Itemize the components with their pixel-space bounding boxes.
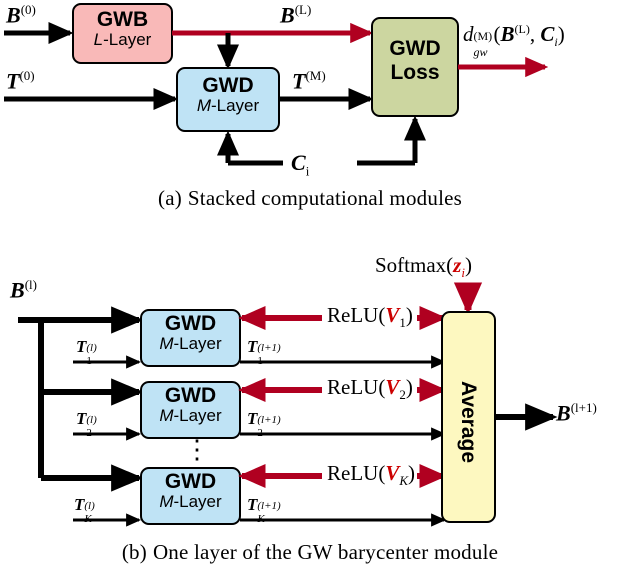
label-loss-d-sup: (M) (473, 29, 493, 43)
label-t-in-row2-sub: 2 (86, 427, 92, 439)
label-b-input: B(l) (10, 277, 37, 303)
label-ci-base: C (291, 150, 306, 175)
label-loss-b-sup: (L) (514, 22, 530, 36)
label-t-out-rowk-sub: K (257, 513, 265, 525)
label-tM-base: T (292, 68, 306, 94)
block-average-text: Average (457, 380, 480, 464)
label-t-out-row2-sup: (l+1) (257, 414, 281, 426)
label-t-out-row2-base: T (247, 409, 258, 428)
label-loss-close: ) (557, 22, 565, 46)
block-gwd-loss[interactable] (371, 17, 459, 117)
label-t-in-row2-base: T (76, 409, 87, 428)
label-relu-row1-fn: ReLU( (327, 303, 386, 327)
caption-b-text: One layer of the GW barycenter module (152, 540, 499, 564)
label-t-in-row1-sup: (l) (86, 342, 97, 354)
label-bL-base: B (280, 2, 295, 28)
label-relu-rowk-fn: ReLU( (327, 461, 386, 485)
block-gwb[interactable] (72, 3, 173, 64)
label-t-in-rowk-sub: K (84, 513, 92, 525)
block-gwd-rowk[interactable] (140, 467, 241, 525)
label-b-output-base: B (556, 400, 571, 426)
label-softmax-arg-sub: i (461, 265, 465, 281)
label-loss-open: ( (493, 22, 501, 46)
label-relu-row1-arg-sub: 1 (399, 315, 406, 331)
caption-b-number: (b) (121, 540, 147, 564)
block-gwd-row1[interactable] (140, 309, 241, 367)
label-t-in-row2: T (l) 2 (76, 409, 102, 439)
label-bL-sup: (L) (294, 2, 312, 17)
label-relu-row2-fn: ReLU( (327, 375, 386, 399)
block-gwd[interactable] (176, 67, 280, 132)
label-b-output-sup: (l+1) (570, 400, 597, 415)
caption-a-number: (a) (158, 186, 182, 210)
caption-b: (b)One layer of the GW barycenter module (0, 540, 620, 565)
label-t-in-rowk-sup: (l) (84, 500, 95, 512)
panel-a-graphics (4, 3, 549, 166)
label-relu-rowk: ReLU(VK) (327, 461, 415, 489)
vertical-ellipsis-glyph: ⋮ (184, 435, 210, 464)
label-t-in-row1-base: T (76, 337, 87, 356)
label-loss-c: C (540, 22, 555, 46)
label-t-out-row1-sub: 1 (257, 355, 263, 367)
label-b0-base: B (6, 2, 21, 28)
label-relu-row2-arg-sub: 2 (399, 387, 406, 403)
caption-a-text: Stacked computational modules (187, 186, 462, 210)
label-t-out-rowk-sup: (l+1) (257, 500, 281, 512)
label-softmax-fn: Softmax( (375, 253, 454, 277)
label-ci-sub: i (305, 163, 310, 179)
block-average-label: Average (456, 352, 480, 492)
label-t-in-rowk-base: T (74, 495, 85, 514)
panel-b-graphics (18, 282, 558, 527)
label-ci: Ci (291, 150, 309, 179)
label-t-out-row1: T (l+1) 1 (247, 337, 285, 367)
label-loss-comma: , (529, 22, 541, 46)
label-t0-sup: (0) (19, 68, 35, 83)
label-relu-rowk-arg-sub: K (399, 473, 409, 489)
label-t-out-rowk-base: T (247, 495, 258, 514)
label-relu-row1-arg: V (385, 303, 400, 327)
label-t0: T(0) (6, 68, 35, 94)
label-loss-b: B (500, 22, 515, 46)
label-relu-row1: ReLU(V1) (327, 303, 413, 331)
label-relu-row2: ReLU(V2) (327, 375, 413, 403)
label-loss-output: d (M) gw (B(L), Ci) (463, 22, 565, 59)
label-b-output: B(l+1) (556, 400, 597, 426)
label-t-in-rowk: T (l) K (74, 495, 102, 525)
block-gwd-row2[interactable] (140, 381, 241, 439)
caption-a: (a)Stacked computational modules (0, 186, 620, 211)
label-t-out-row2-sub: 2 (257, 427, 263, 439)
label-loss-d-sub: gw (473, 45, 488, 59)
label-t-out-row1-sup: (l+1) (257, 342, 281, 354)
label-t-in-row2-sup: (l) (86, 414, 97, 426)
label-bL: B(L) (280, 2, 311, 28)
label-b-input-sup: (l) (24, 277, 37, 292)
label-softmax: Softmax(zi) (375, 253, 472, 281)
label-t-out-row2: T (l+1) 2 (247, 409, 285, 439)
label-softmax-arg: z (453, 253, 462, 277)
label-t-in-row1: T (l) 1 (76, 337, 102, 367)
label-t0-base: T (6, 68, 20, 94)
label-b0-sup: (0) (20, 2, 36, 17)
label-relu-rowk-close: ) (408, 461, 416, 485)
label-softmax-close: ) (464, 253, 472, 277)
label-relu-rowk-arg: V (385, 461, 400, 485)
label-relu-row2-arg: V (385, 375, 400, 399)
label-t-out-row1-base: T (247, 337, 258, 356)
vertical-ellipsis: ⋮ (184, 437, 210, 463)
label-tM: T(M) (292, 68, 326, 94)
label-t-out-rowk: T (l+1) K (247, 495, 285, 525)
label-loss-c-sub: i (554, 35, 558, 50)
label-relu-row2-close: ) (405, 375, 413, 399)
label-t-in-row1-sub: 1 (86, 355, 92, 367)
label-loss-d: d (463, 22, 474, 46)
label-relu-row1-close: ) (405, 303, 413, 327)
label-tM-sup: (M) (305, 68, 326, 83)
label-b-input-base: B (10, 277, 25, 303)
label-b0: B(0) (6, 2, 36, 28)
